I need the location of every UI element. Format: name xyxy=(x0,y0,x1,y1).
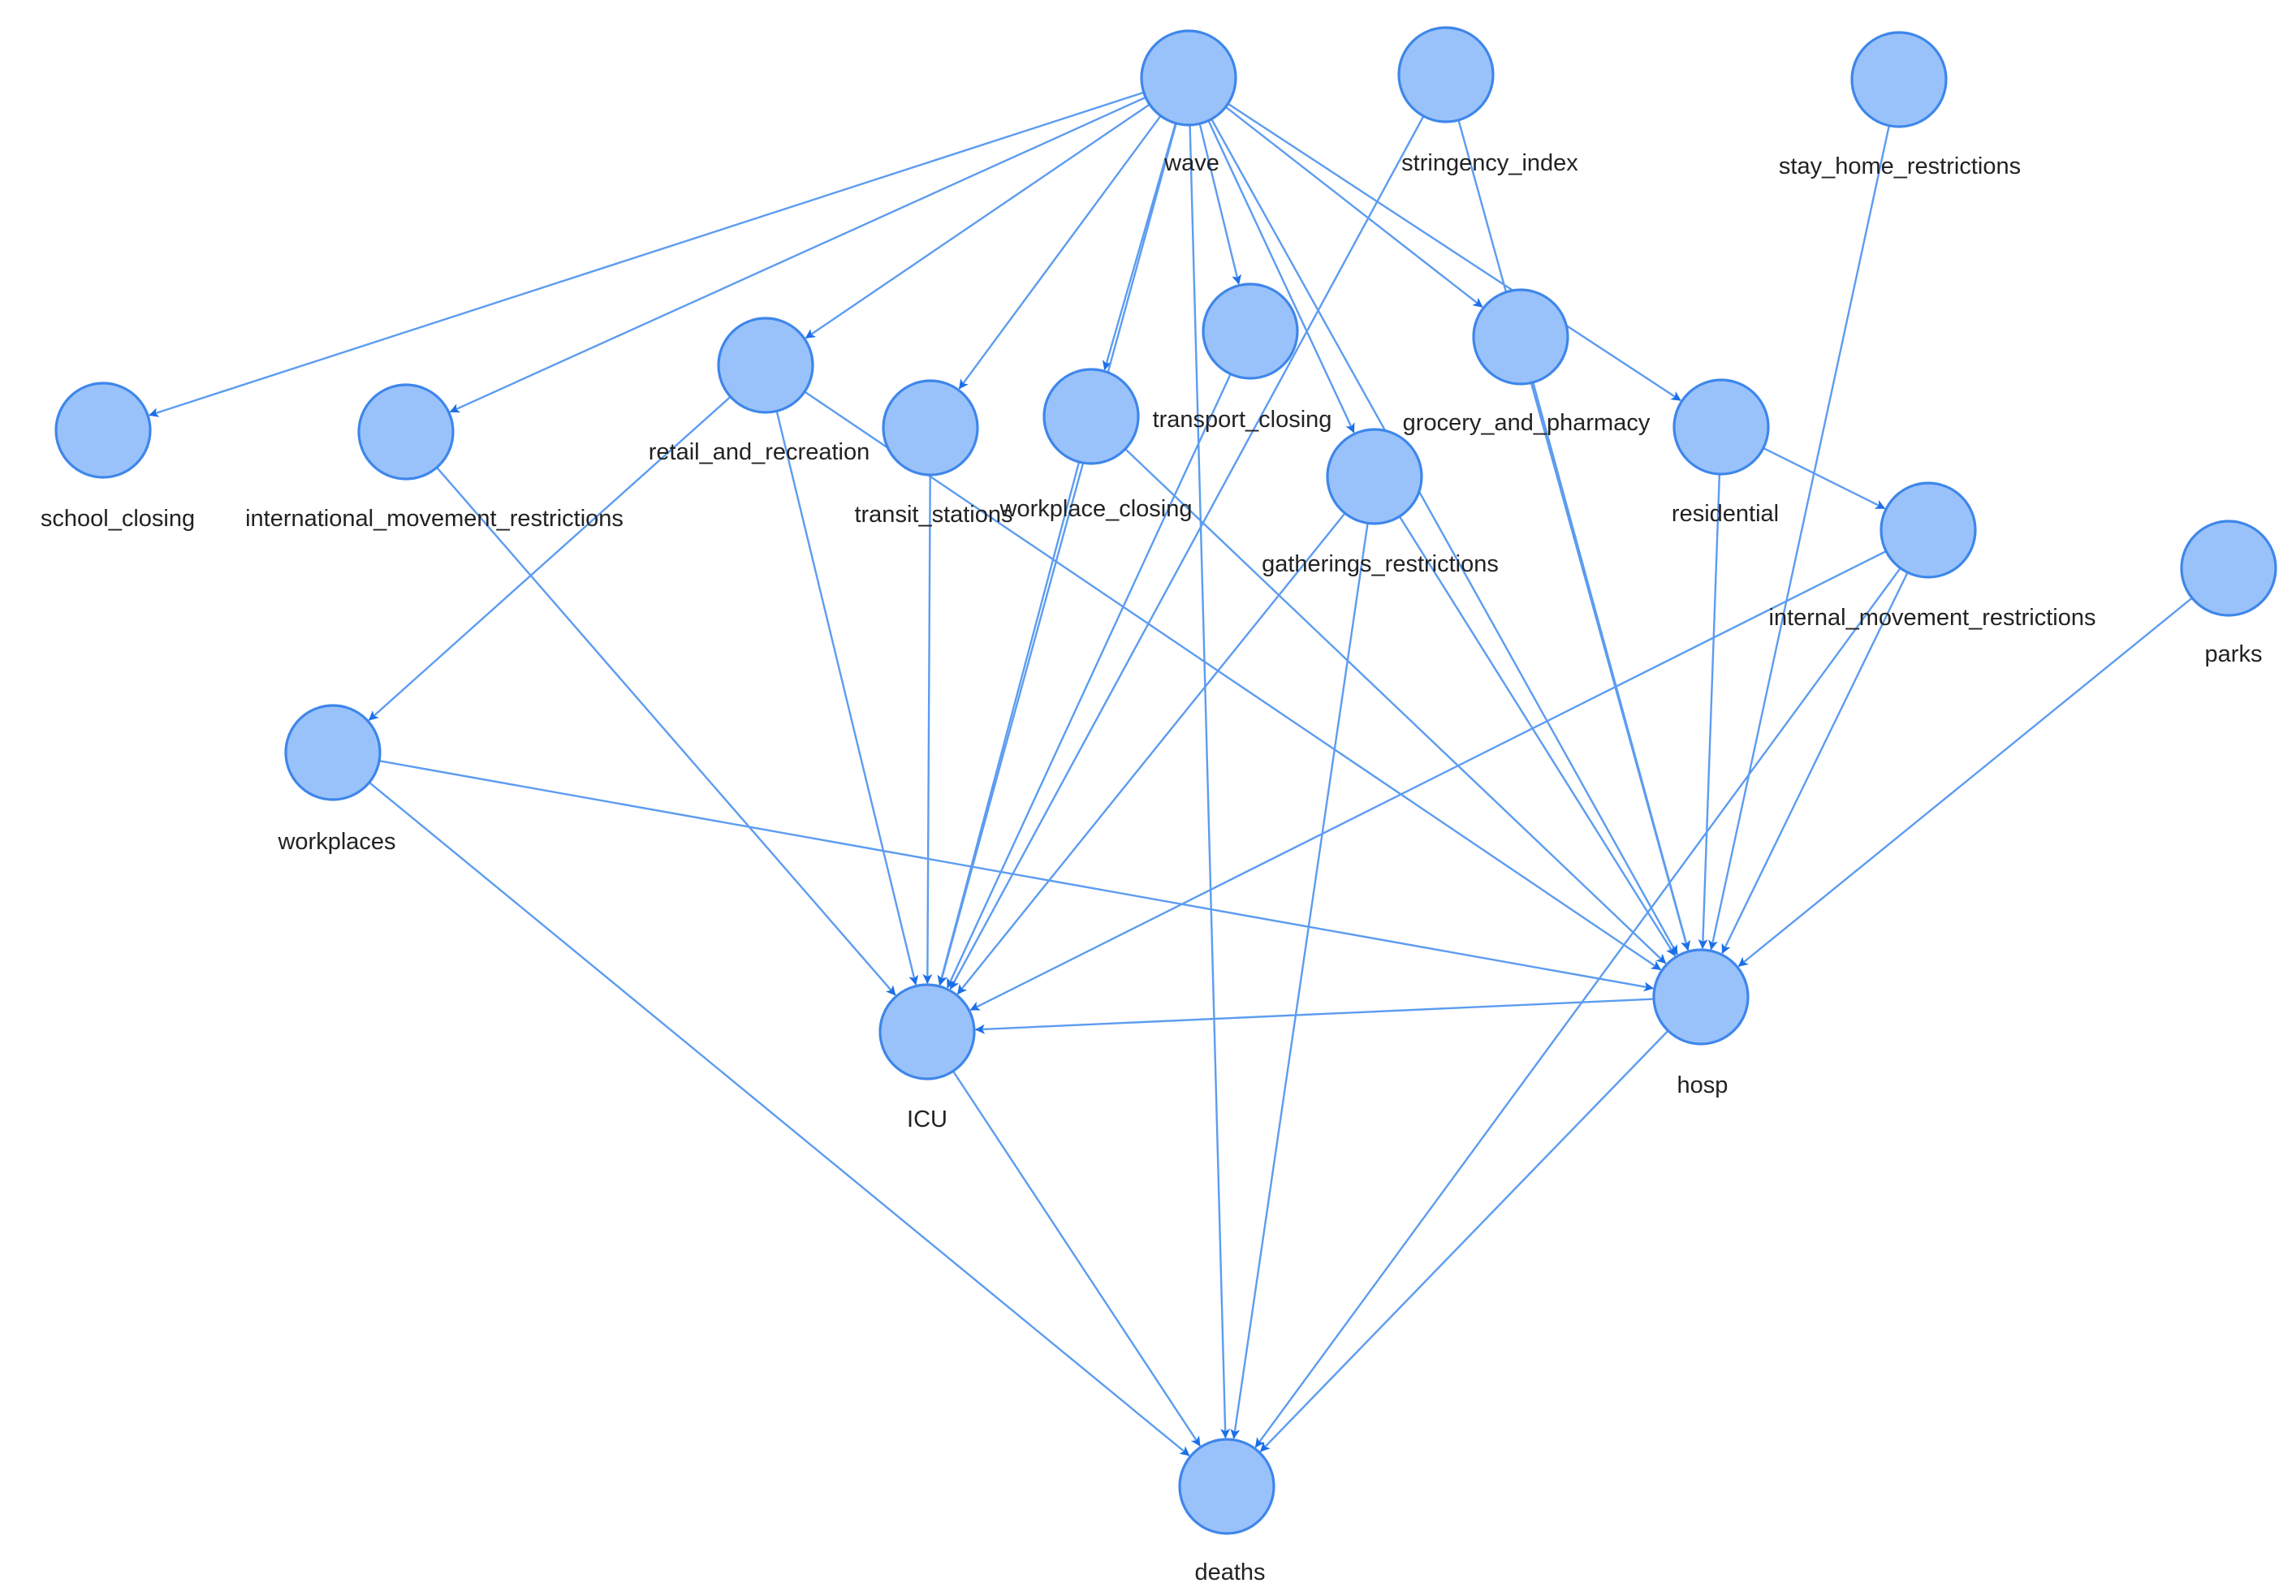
node-circle-workplace_closing[interactable] xyxy=(1042,368,1140,465)
node-circle-ICU[interactable] xyxy=(878,983,976,1081)
node-circle-international_movement_restrictions[interactable] xyxy=(357,383,455,481)
node-circle-workplaces[interactable] xyxy=(284,704,382,801)
node-gatherings_restrictions[interactable]: gatherings_restrictions xyxy=(1262,428,1499,577)
node-label-deaths: deaths xyxy=(1194,1559,1265,1585)
edge-gatherings_restrictions-to-hosp xyxy=(1398,515,1677,957)
node-circle-school_closing[interactable] xyxy=(54,382,152,479)
edge-wave-to-international_movement_restrictions xyxy=(449,96,1146,413)
node-label-ICU: ICU xyxy=(907,1106,947,1132)
node-transit_stations[interactable]: transit_stations xyxy=(854,379,1013,528)
edge-transport_closing-to-ICU xyxy=(947,373,1232,989)
node-circle-wave[interactable] xyxy=(1140,29,1237,127)
node-deaths[interactable]: deaths xyxy=(1178,1438,1275,1585)
edge-retail_and_recreation-to-hosp xyxy=(804,390,1662,971)
edge-wave-to-ICU xyxy=(938,123,1177,986)
node-label-retail_and_recreation: retail_and_recreation xyxy=(649,439,870,465)
edge-layer xyxy=(149,91,2193,1456)
node-label-internal_movement_restrictions: internal_movement_restrictions xyxy=(1769,605,2096,631)
node-label-stay_home_restrictions: stay_home_restrictions xyxy=(1779,153,2021,179)
node-workplaces[interactable]: workplaces xyxy=(277,704,396,855)
edge-wave-to-grocery_and_pharmacy xyxy=(1224,106,1483,308)
node-stay_home_restrictions[interactable]: stay_home_restrictions xyxy=(1779,31,2021,179)
edge-ICU-to-deaths xyxy=(952,1070,1202,1447)
node-ICU[interactable]: ICU xyxy=(878,983,976,1132)
edge-internal_movement_restrictions-to-deaths xyxy=(1254,567,1901,1448)
edge-retail_and_recreation-to-workplaces xyxy=(368,395,732,721)
node-label-workplace_closing: workplace_closing xyxy=(999,496,1193,522)
edge-residential-to-hosp xyxy=(1698,473,1721,949)
node-circle-transport_closing[interactable] xyxy=(1202,283,1299,380)
node-label-residential: residential xyxy=(1672,501,1779,527)
edge-gatherings_restrictions-to-ICU xyxy=(956,512,1346,995)
node-circle-residential[interactable] xyxy=(1672,378,1770,476)
node-label-hosp: hosp xyxy=(1677,1072,1728,1098)
edge-workplaces-to-deaths xyxy=(369,781,1190,1456)
edge-wave-to-school_closing xyxy=(149,91,1145,417)
node-label-parks: parks xyxy=(2205,641,2263,667)
node-label-workplaces: workplaces xyxy=(277,829,395,855)
node-circle-transit_stations[interactable] xyxy=(882,379,979,477)
edge-gatherings_restrictions-to-deaths xyxy=(1230,523,1369,1439)
edge-wave-to-transport_closing xyxy=(1198,123,1242,285)
edge-stay_home_restrictions-to-hosp xyxy=(1708,125,1890,951)
edge-workplaces-to-hosp xyxy=(378,760,1654,992)
edge-wave-to-deaths xyxy=(1189,124,1231,1439)
node-circle-parks[interactable] xyxy=(2180,520,2277,617)
edge-parks-to-hosp xyxy=(1737,597,2193,968)
node-stringency_index[interactable]: stringency_index xyxy=(1397,26,1578,176)
node-circle-stringency_index[interactable] xyxy=(1397,26,1495,123)
node-workplace_closing[interactable]: workplace_closing xyxy=(999,368,1193,522)
node-wave[interactable]: wave xyxy=(1140,29,1237,176)
edge-wave-to-gatherings_restrictions xyxy=(1207,120,1355,434)
node-internal_movement_restrictions[interactable]: internal_movement_restrictions xyxy=(1769,481,2096,631)
node-retail_and_recreation[interactable]: retail_and_recreation xyxy=(649,317,870,465)
node-parks[interactable]: parks xyxy=(2180,520,2277,667)
edge-stringency_index-to-ICU xyxy=(949,115,1425,990)
edge-hosp-to-deaths xyxy=(1259,1029,1669,1452)
edge-wave-to-transit_stations xyxy=(958,114,1162,390)
node-transport_closing[interactable]: transport_closing xyxy=(1153,283,1332,433)
node-circle-grocery_and_pharmacy[interactable] xyxy=(1472,288,1569,386)
edge-internal_movement_restrictions-to-ICU xyxy=(969,550,1887,1012)
node-circle-deaths[interactable] xyxy=(1178,1438,1275,1535)
edge-wave-to-hosp xyxy=(1211,119,1678,955)
edge-workplace_closing-to-ICU xyxy=(937,461,1081,986)
node-label-stringency_index: stringency_index xyxy=(1401,150,1578,176)
edge-international_movement_restrictions-to-ICU xyxy=(436,467,896,996)
node-circle-hosp[interactable] xyxy=(1652,948,1750,1046)
edge-wave-to-retail_and_recreation xyxy=(805,103,1150,339)
edge-residential-to-internal_movement_restrictions xyxy=(1763,446,1886,510)
node-international_movement_restrictions[interactable]: international_movement_restrictions xyxy=(245,383,624,532)
node-circle-stay_home_restrictions[interactable] xyxy=(1850,31,1948,128)
node-label-grocery_and_pharmacy: grocery_and_pharmacy xyxy=(1403,410,1651,436)
node-label-international_movement_restrictions: international_movement_restrictions xyxy=(245,506,624,532)
node-school_closing[interactable]: school_closing xyxy=(41,382,195,532)
edge-grocery_and_pharmacy-to-hosp xyxy=(1532,382,1691,951)
node-label-gatherings_restrictions: gatherings_restrictions xyxy=(1262,551,1499,577)
node-circle-retail_and_recreation[interactable] xyxy=(717,317,814,414)
node-label-transit_stations: transit_stations xyxy=(854,502,1012,528)
edge-transit_stations-to-ICU xyxy=(922,474,933,984)
edge-internal_movement_restrictions-to-hosp xyxy=(1721,572,1909,954)
edge-hosp-to-ICU xyxy=(974,998,1655,1034)
node-circle-gatherings_restrictions[interactable] xyxy=(1326,428,1423,525)
node-label-transport_closing: transport_closing xyxy=(1153,407,1332,433)
node-layer: wave stringency_index stay_home_restrictio… xyxy=(41,26,2277,1585)
edge-workplace_closing-to-hosp xyxy=(1124,448,1667,964)
node-hosp[interactable]: hosp xyxy=(1652,948,1750,1098)
node-label-wave: wave xyxy=(1163,150,1219,176)
edge-wave-to-residential xyxy=(1227,102,1681,402)
node-label-school_closing: school_closing xyxy=(41,506,195,532)
edge-retail_and_recreation-to-ICU xyxy=(775,411,919,986)
node-circle-internal_movement_restrictions[interactable] xyxy=(1880,481,1977,579)
edge-wave-to-workplace_closing xyxy=(1102,123,1177,371)
node-grocery_and_pharmacy[interactable]: grocery_and_pharmacy xyxy=(1403,288,1651,436)
node-residential[interactable]: residential xyxy=(1672,378,1779,527)
